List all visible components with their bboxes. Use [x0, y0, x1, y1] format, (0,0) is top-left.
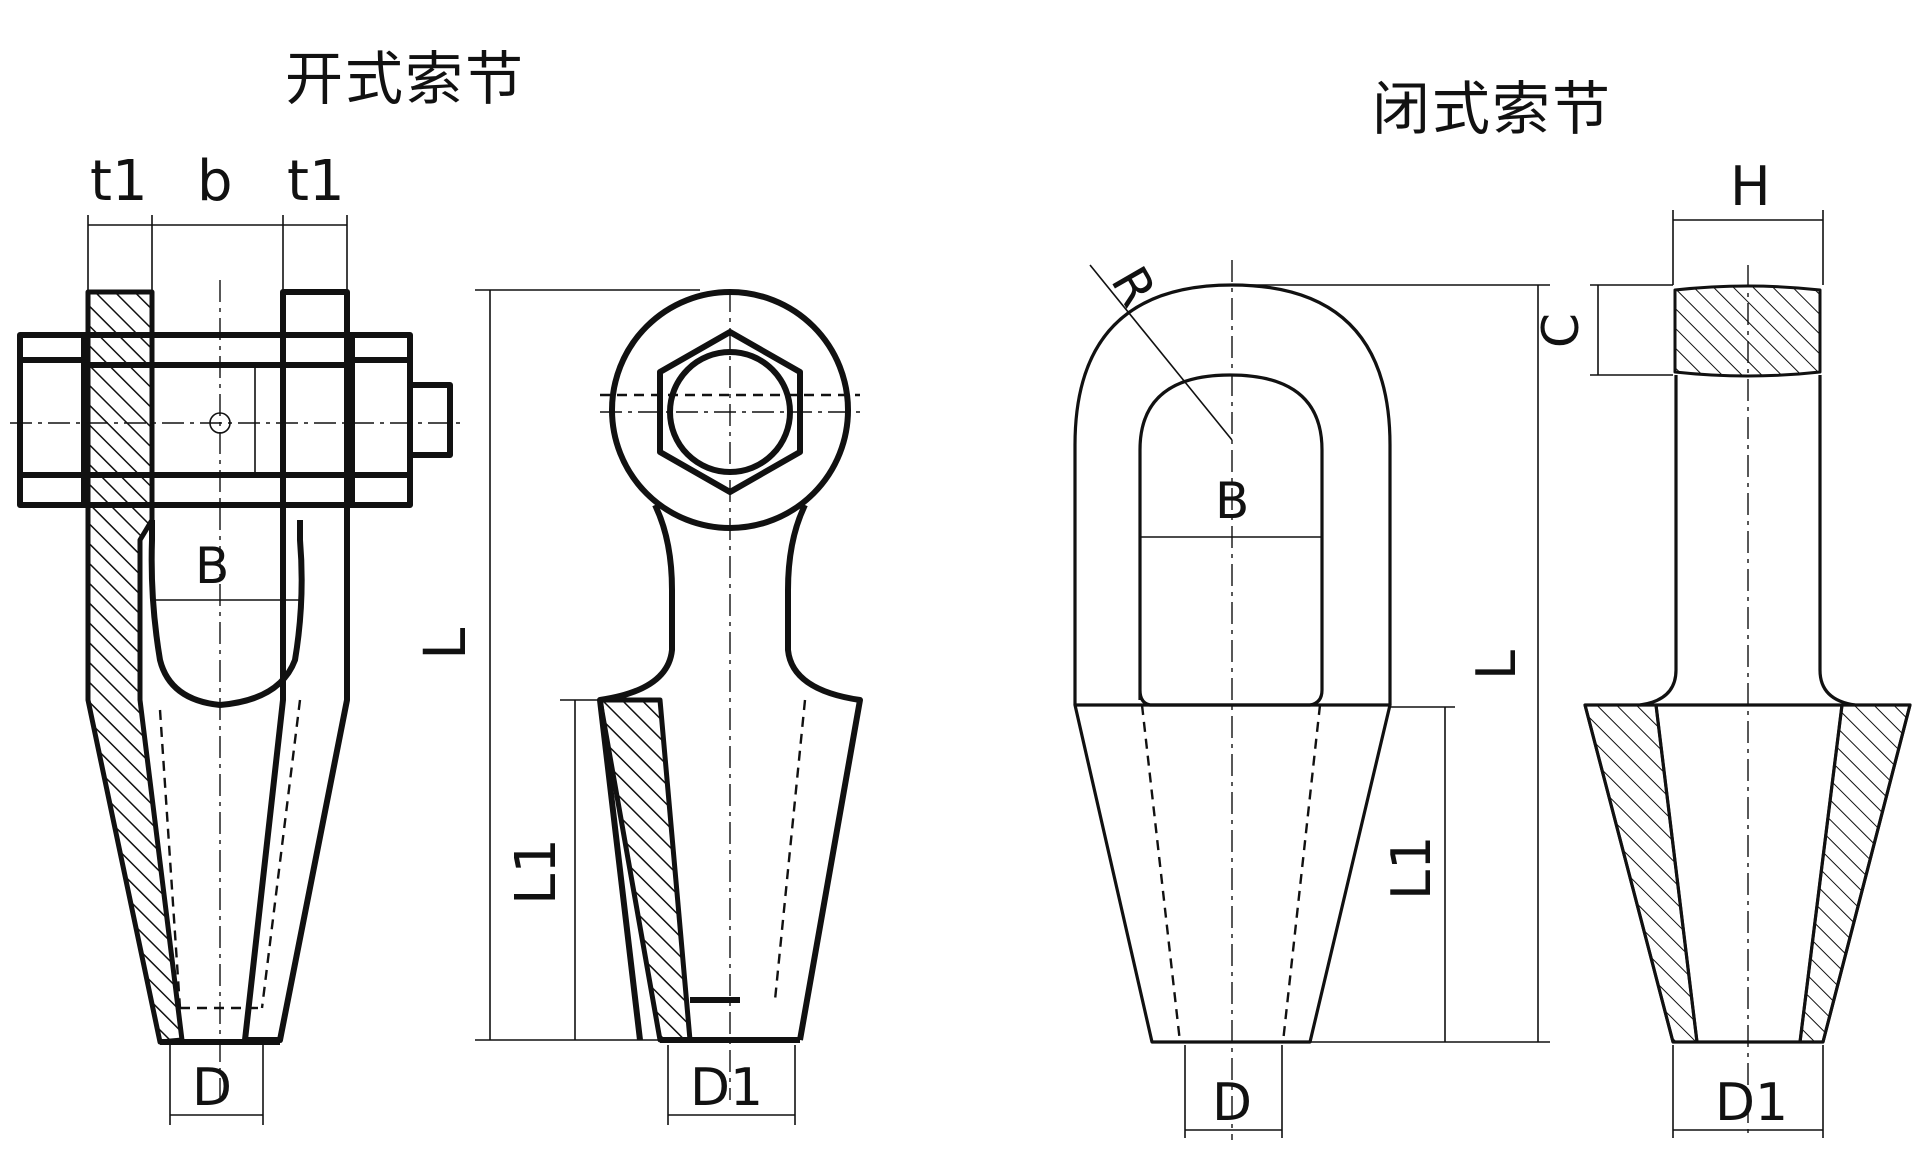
label-L1-open: L1: [504, 838, 569, 905]
closed-socket-title: 闭式索节: [1372, 75, 1613, 143]
label-R: R: [1100, 257, 1168, 316]
label-H: H: [1730, 155, 1771, 218]
label-L-closed: L: [1465, 650, 1528, 680]
label-C: C: [1532, 313, 1590, 348]
closed-eye-outer: [1073, 283, 1392, 705]
label-L-open: L: [411, 628, 479, 660]
label-D-open: D: [192, 1058, 232, 1118]
label-L1-closed: L1: [1380, 836, 1443, 900]
label-B-open: B: [195, 537, 229, 595]
closed-eye-inner: [1138, 373, 1324, 707]
label-b: b: [197, 149, 233, 214]
open-socket-side-view: L L1 D1: [411, 289, 863, 1125]
label-D1-open: D1: [690, 1058, 763, 1118]
closed-socket-front-view: R B L L1 D: [1073, 257, 1550, 1140]
label-t1-left: t1: [90, 149, 148, 214]
label-t1-right: t1: [287, 149, 345, 214]
label-B-closed: B: [1215, 472, 1249, 530]
closed-socket-side-view: H C D1: [1532, 155, 1912, 1138]
right-cheek-outline: [242, 289, 350, 1043]
open-socket-front-view: t1 b t1 B D: [10, 149, 462, 1125]
label-D-closed: D: [1212, 1073, 1252, 1133]
open-socket-title: 开式索节: [285, 45, 526, 113]
left-cheek-section: [85, 289, 185, 1045]
label-D1-closed: D1: [1715, 1073, 1788, 1133]
